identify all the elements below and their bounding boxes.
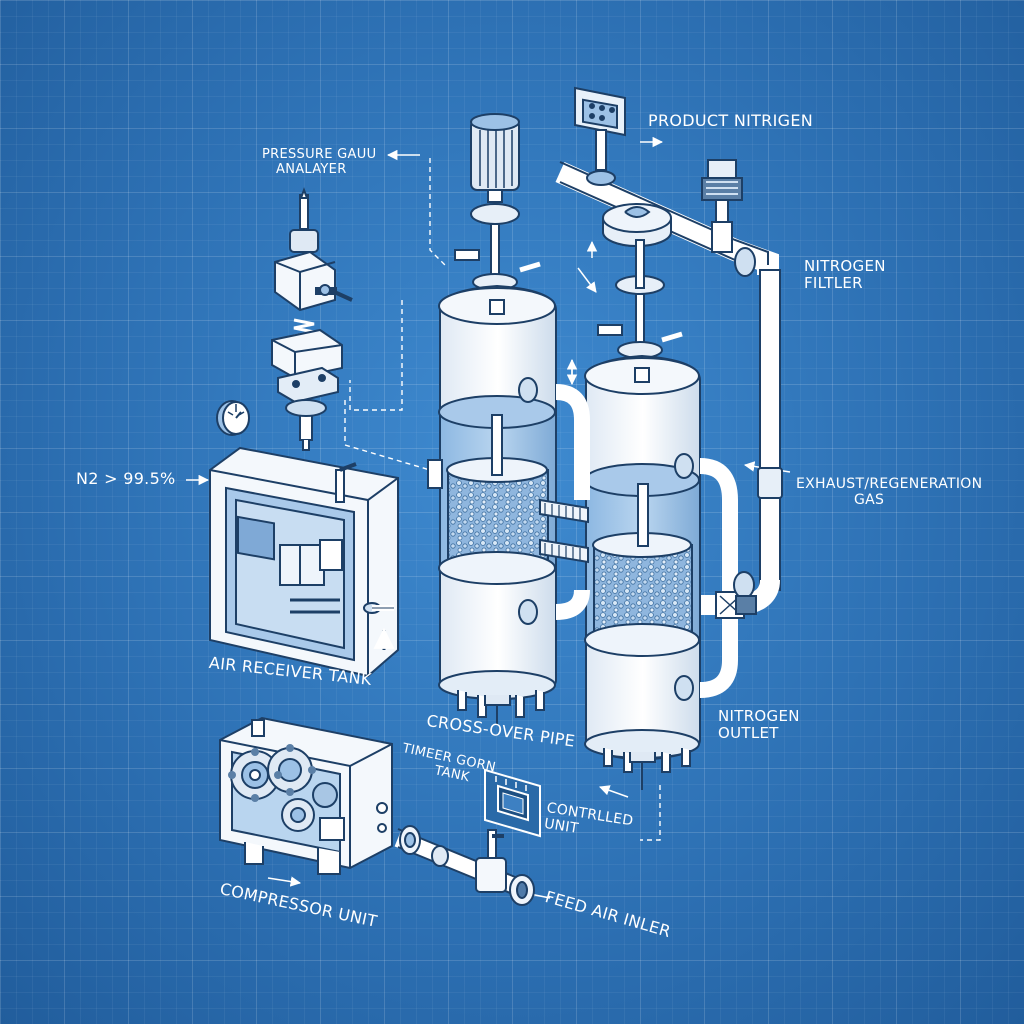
nitrogen-filter — [701, 159, 743, 253]
cross-over-pipes — [518, 377, 757, 701]
feed-air-pipe — [394, 825, 535, 906]
adsorption-column-left — [427, 113, 557, 725]
gauge-analyzer-assembly — [271, 187, 353, 451]
product-analyzer — [574, 86, 626, 186]
controller-chip — [484, 768, 541, 838]
leader-lines — [344, 158, 771, 841]
adsorption-column-right — [584, 239, 701, 790]
product-valve — [602, 203, 672, 247]
label-pressure-gauge: PRESSURE GAUU ANALAYER — [262, 147, 377, 178]
leader-receiver — [344, 400, 431, 471]
label-exhaust-line2: GAS — [854, 492, 885, 509]
compressor-unit — [219, 716, 393, 875]
label-nitrogen-filter-line1: NITROGEN — [804, 257, 886, 275]
leader-gauge-down — [349, 300, 403, 411]
label-purity: N2 > 99.5% — [76, 469, 176, 488]
label-exhaust-line1: EXHAUST/REGENERATION — [796, 476, 983, 492]
leader-pressure-gauge — [429, 158, 446, 266]
label-nitrogen-filter-line2: FILTLER — [804, 274, 863, 293]
air-receiver-tank — [209, 446, 399, 678]
label-nitrogen-outlet: NITROGEN OUTLET — [718, 707, 800, 743]
label-product-nitrogen: PRODUCT NITRIGEN — [648, 111, 813, 130]
label-pressure-gauge-line1: PRESSURE GAUU — [262, 147, 377, 162]
label-exhaust: EXHAUST/REGENERATION GAS — [796, 476, 982, 508]
label-nitrogen-filter: NITROGEN FILTLER — [804, 257, 886, 293]
label-pressure-gauge-line2: ANALAYER — [276, 161, 347, 177]
label-nitrogen-outlet-line1: NITROGEN — [718, 707, 800, 725]
leader-outlet — [640, 785, 661, 841]
round-gauge — [216, 400, 250, 436]
label-nitrogen-outlet-line2: OUTLET — [718, 724, 779, 743]
